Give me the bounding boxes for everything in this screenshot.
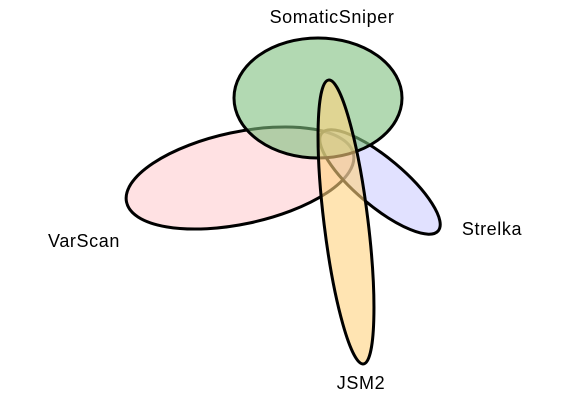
jsm2-label: JSM2 <box>337 373 385 393</box>
somaticsniper-label: SomaticSniper <box>270 7 395 27</box>
jsm2-ellipse <box>316 78 376 366</box>
strelka-label: Strelka <box>462 219 523 239</box>
varscan-label: VarScan <box>48 231 120 251</box>
